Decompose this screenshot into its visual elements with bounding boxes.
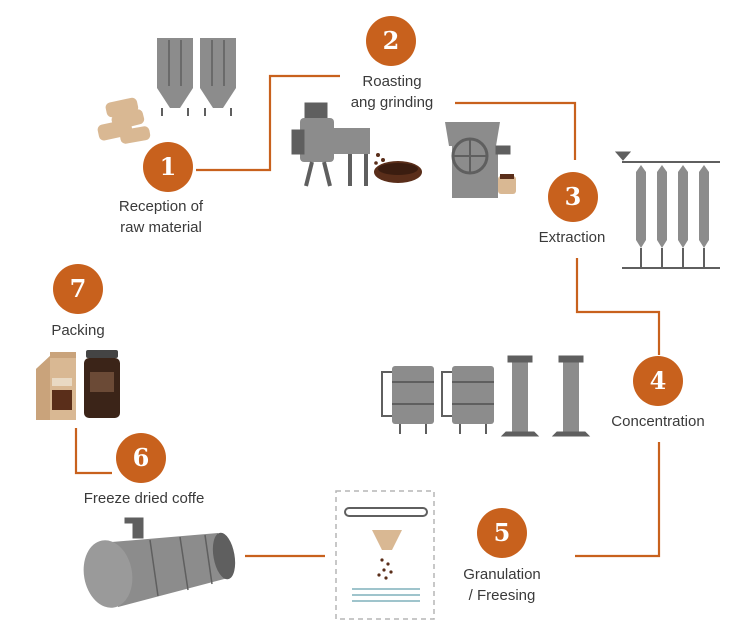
connector-3-4: [575, 258, 661, 355]
grinder-machine-icon: [445, 122, 516, 198]
step-4-label: Concentration: [592, 411, 724, 432]
step-2-label-line-2: ang grinding: [350, 94, 434, 111]
step-6-badge: 6: [116, 433, 166, 483]
extraction-columns-icon: [614, 151, 720, 269]
step-1-label-line-1: Reception of: [118, 198, 204, 215]
step-5-label-line-2: / Freesing: [468, 587, 536, 604]
step-5-label-line-1: Granulation: [463, 566, 541, 583]
step-1-label-line-2: raw material: [120, 219, 202, 236]
connector-6-7: [74, 428, 112, 475]
granulator-icon: [335, 490, 435, 620]
step-3-label: Extraction: [520, 227, 624, 248]
step-1-label: Reception of raw material: [96, 196, 226, 238]
evaporator-tanks-icon: [381, 355, 591, 437]
step-5-badge: 5: [477, 508, 527, 558]
step-2-label: Roasting ang grinding: [330, 71, 454, 113]
step-6-label-line-1: Freeze dried coffe: [83, 490, 205, 507]
step-5-label: Granulation / Freesing: [446, 564, 558, 606]
step-6-label: Freeze dried coffe: [56, 488, 232, 509]
step-4-label-line-1: Concentration: [611, 413, 705, 430]
step-4-badge: 4: [633, 356, 683, 406]
coffee-bag-and-jar-icon: [36, 350, 120, 420]
step-2-badge: 2: [366, 16, 416, 66]
freeze-drying-tunnel-icon: [83, 517, 236, 608]
roaster-machine-icon: [291, 102, 422, 187]
step-3-label-line-1: Extraction: [538, 229, 606, 246]
step-7-label: Packing: [36, 320, 120, 341]
connector-2-3: [455, 101, 577, 160]
step-3-badge: 3: [548, 172, 598, 222]
sacks-and-silos-icon: [97, 38, 236, 144]
step-1-badge: 1: [143, 142, 193, 192]
connector-4-5: [575, 442, 661, 558]
step-7-label-line-1: Packing: [51, 322, 105, 339]
connector-1-2: [196, 74, 340, 172]
step-7-badge: 7: [53, 264, 103, 314]
step-2-label-line-1: Roasting: [362, 73, 422, 90]
